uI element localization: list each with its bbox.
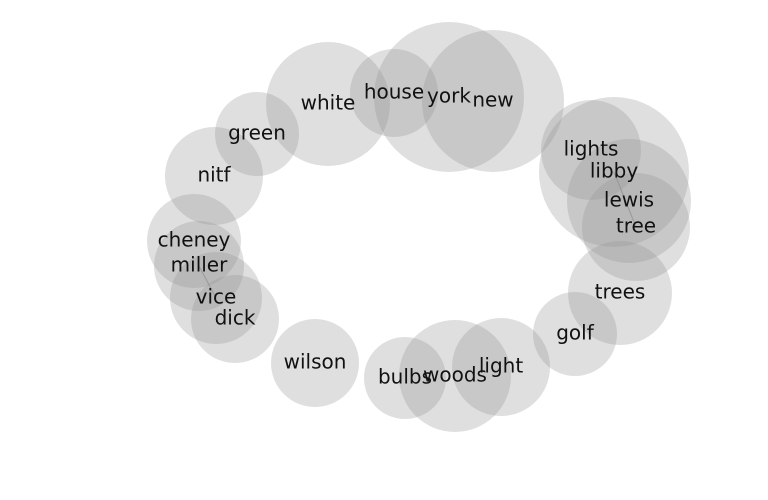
- edge-libby-tree: [613, 171, 637, 228]
- label-miller: miller: [171, 253, 228, 277]
- bubble-libby: [539, 97, 689, 247]
- bubble-bulbs: [364, 337, 446, 419]
- bubble-layer: [147, 22, 691, 432]
- label-wilson: wilson: [284, 350, 347, 374]
- label-golf: golf: [556, 321, 594, 345]
- bubble-light: [452, 318, 550, 416]
- label-vice: vice: [196, 285, 237, 309]
- bubble-lewis: [567, 139, 691, 263]
- label-new: new: [472, 88, 513, 112]
- label-green: green: [228, 121, 286, 145]
- edge-miller-vice: [198, 265, 217, 299]
- label-cheney: cheney: [158, 228, 231, 252]
- label-dick: dick: [215, 306, 256, 330]
- bubble-woods: [399, 320, 511, 432]
- bubble-miller: [154, 221, 244, 311]
- bubble-green: [215, 92, 299, 176]
- bubble-golf: [533, 292, 617, 376]
- bubble-trees: [568, 241, 672, 345]
- bubble-vice: [170, 252, 262, 344]
- bubble-cheney: [147, 194, 241, 288]
- label-house: house: [364, 80, 424, 104]
- bubble-york: [374, 22, 524, 172]
- label-woods: woods: [423, 363, 487, 387]
- bubble-white: [266, 42, 390, 166]
- label-bulbs: bulbs: [378, 365, 432, 389]
- bubble-dick: [191, 275, 279, 363]
- label-lewis: lewis: [604, 188, 654, 212]
- bubble-tree: [582, 173, 690, 281]
- bubble-house: [350, 49, 438, 137]
- label-lights: lights: [564, 137, 619, 161]
- bubble-nitf: [165, 127, 263, 225]
- bubble-lights: [541, 100, 641, 200]
- edge-layer: [198, 171, 637, 299]
- label-trees: trees: [595, 280, 646, 304]
- label-tree: tree: [616, 214, 656, 238]
- label-nitf: nitf: [197, 163, 231, 187]
- label-light: light: [479, 354, 523, 378]
- label-york: york: [427, 84, 471, 108]
- bubble-wilson: [271, 319, 359, 407]
- label-libby: libby: [590, 159, 639, 183]
- label-white: white: [301, 91, 356, 115]
- bubble-new: [422, 30, 564, 172]
